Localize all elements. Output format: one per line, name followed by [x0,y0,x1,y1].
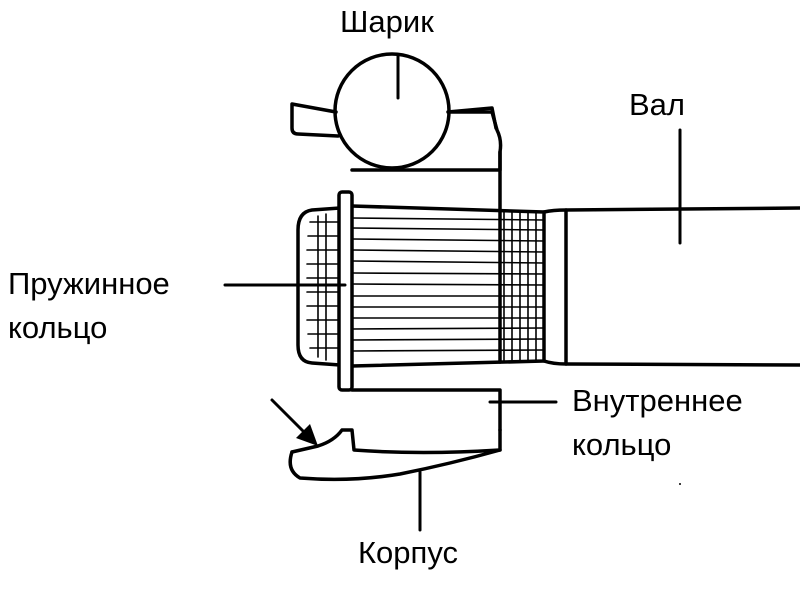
label-inner-race-line2: кольцо [572,427,672,462]
snap-ring [337,190,354,392]
label-snap-ring-line2: кольцо [8,310,108,345]
inner-race [350,110,503,432]
label-inner-race-line1: Внутреннее [572,383,743,418]
shaft [542,206,800,367]
print-speck [679,483,681,485]
label-housing: Корпус [358,535,458,570]
label-ball: Шарик [340,4,434,39]
ball [333,52,451,170]
label-snap-ring-line1: Пружинное [8,266,170,301]
label-shaft: Вал [629,87,686,122]
pointer-arrowhead [296,424,318,446]
housing [288,102,502,482]
splined-section [296,204,546,368]
